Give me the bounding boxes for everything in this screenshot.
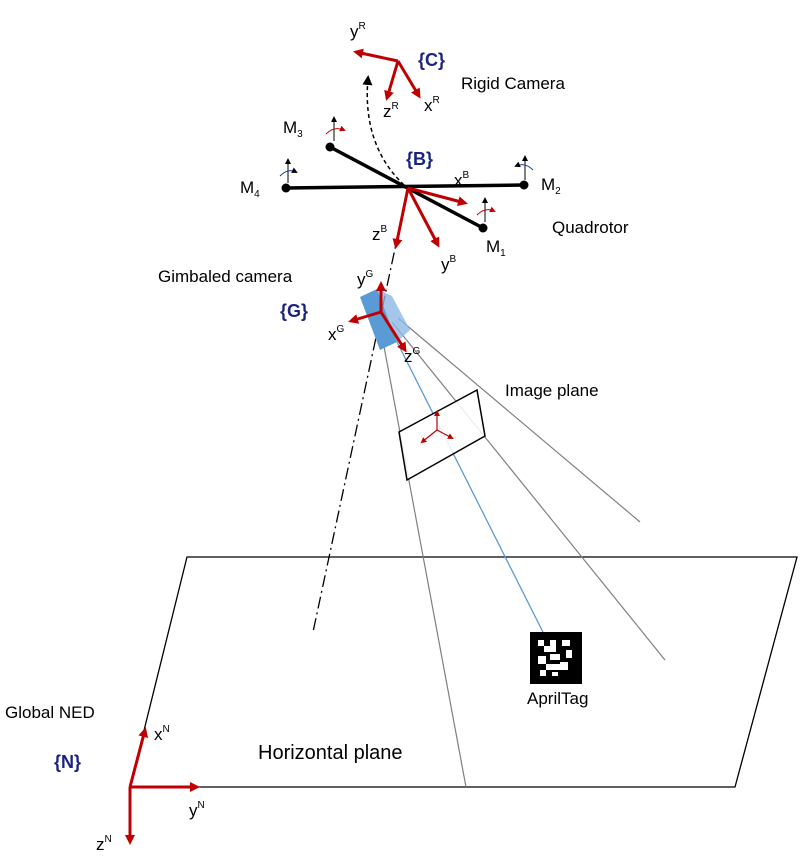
gimbal-z-axis-label: zG xyxy=(404,346,421,366)
rigid-y-axis-label: yR xyxy=(350,21,366,41)
frame-c-label: {C} xyxy=(418,50,445,70)
motor-m2-label: M2 xyxy=(541,175,561,197)
ned-z-axis-label: zN xyxy=(96,834,112,854)
ned-x-axis-label: xN xyxy=(154,724,170,744)
horizontal-plane xyxy=(129,556,798,788)
image-plane-label: Image plane xyxy=(505,381,599,400)
horizontal-plane-label: Horizontal plane xyxy=(258,742,403,764)
frame-n-label: {N} xyxy=(54,752,81,772)
rigid-x-axis-label: xR xyxy=(424,95,440,115)
rotor-m4-spin-icon xyxy=(279,158,298,183)
rigid-camera-link xyxy=(362,75,405,186)
rotor-m1-spin-icon xyxy=(476,197,496,222)
body-frame-axes xyxy=(392,186,468,249)
apriltag-icon xyxy=(530,632,582,684)
body-x-axis-label: xB xyxy=(454,170,470,190)
global-ned-label: Global NED xyxy=(5,703,95,722)
body-y-axis-label: yB xyxy=(441,254,457,274)
rigid-camera-label: Rigid Camera xyxy=(461,74,565,93)
gimbaled-camera-label: Gimbaled camera xyxy=(158,267,293,286)
rigid-camera-axes xyxy=(353,48,421,101)
ned-frame-axes xyxy=(125,727,200,845)
frame-g-label: {G} xyxy=(280,301,308,321)
motor-m4-label: M4 xyxy=(240,178,260,200)
body-vertical-dashdot xyxy=(312,187,409,633)
quadrotor-arms xyxy=(281,142,529,233)
frame-b-label: {B} xyxy=(406,149,433,169)
camera-frustum xyxy=(379,317,666,788)
ned-y-axis-label: yN xyxy=(189,800,205,820)
image-plane-axes xyxy=(420,410,454,444)
gimbaled-camera-icon xyxy=(360,289,410,350)
image-plane xyxy=(398,388,486,482)
optical-ray xyxy=(384,317,556,657)
rotor-m2-spin-icon xyxy=(514,155,534,180)
gimbal-frame-axes xyxy=(348,281,407,353)
motor-m3-label: M3 xyxy=(283,118,303,140)
gimbal-x-axis-label: xG xyxy=(328,324,345,344)
apriltag-label: AprilTag xyxy=(527,689,588,708)
motor-m1-label: M1 xyxy=(486,237,506,259)
gimbal-y-axis-label: yG xyxy=(357,269,374,289)
quadrotor-label: Quadrotor xyxy=(552,218,629,237)
rigid-z-axis-label: zR xyxy=(383,101,399,121)
body-z-axis-label: zB xyxy=(372,224,388,244)
rotor-m3-spin-icon xyxy=(325,116,346,141)
